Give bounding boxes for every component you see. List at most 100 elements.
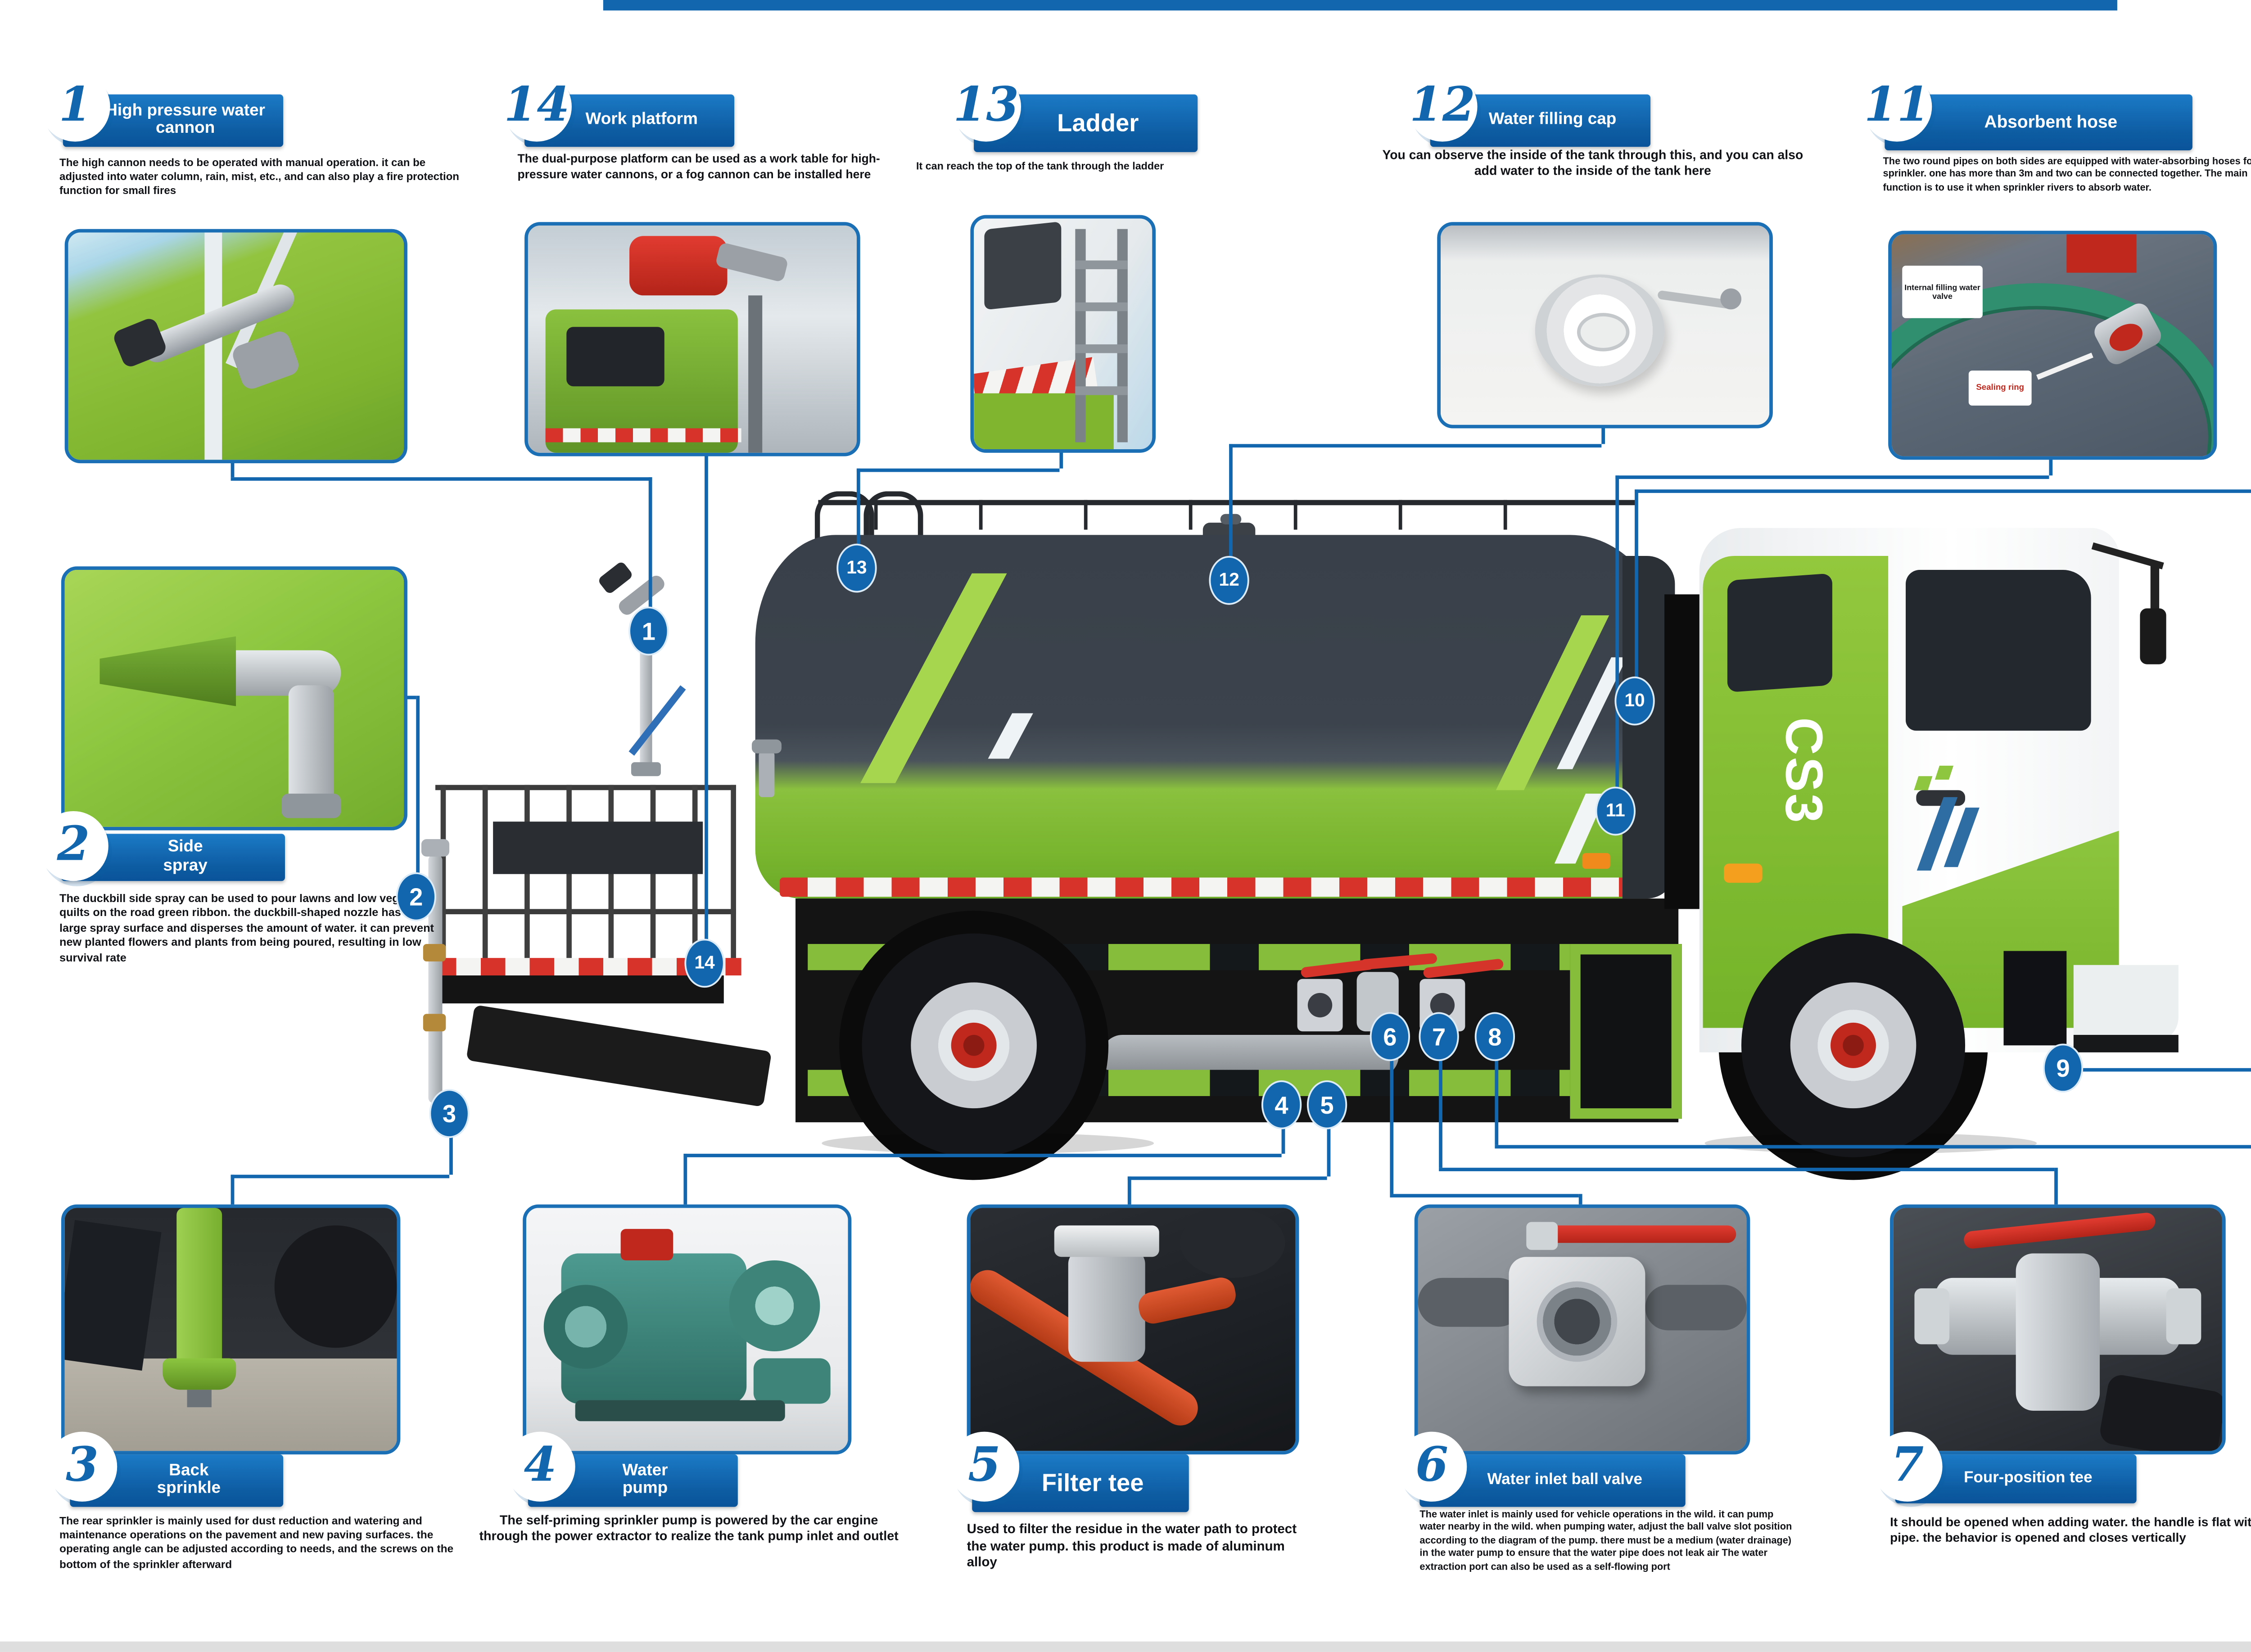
connector-line (1327, 1105, 1331, 1177)
callout-13-header: 13 Ladder (951, 72, 1198, 152)
marker-9: 9 (2043, 1043, 2084, 1093)
callout-6-number: 6 (1397, 1431, 1467, 1502)
ladder-hoop (814, 491, 874, 570)
back-sprinkler-shape (176, 1208, 222, 1376)
callout-12-description: You can observe the inside of the tank t… (1382, 147, 1804, 179)
callout-5-description: Used to filter the residue in the water … (967, 1521, 1297, 1571)
callout-7-title: Four-position tee (1964, 1468, 2093, 1486)
marker-8: 8 (1474, 1012, 1515, 1061)
reflective-stripe (780, 877, 1658, 897)
marker-12: 12 (1209, 555, 1249, 605)
platform-panel (493, 821, 703, 874)
callout-1-header: 1 High pressure water cannon (40, 72, 284, 147)
connector-line (1439, 1168, 2055, 1172)
callout-1-description: The high cannon needs to be operated wit… (59, 157, 460, 198)
marker-13: 13 (836, 543, 877, 593)
marker-1: 1 (628, 606, 669, 656)
truck-model-badge: CS3 (1774, 717, 1832, 825)
connector-line (1615, 475, 1619, 811)
callout-3-title: Back sprinkle (157, 1460, 221, 1499)
callout-7-number: 7 (1872, 1431, 1943, 1502)
photo-work-platform (524, 222, 860, 456)
callout-14-description: The dual-purpose platform can be used as… (517, 153, 880, 182)
filter-body-shape (1068, 1250, 1145, 1362)
callout-12-title: Water filling cap (1488, 109, 1617, 129)
callout-2-description: The duckbill side spray can be used to p… (59, 893, 434, 965)
marker-11: 11 (1595, 786, 1636, 836)
cannon-handle (628, 685, 685, 755)
connector-line (231, 477, 652, 481)
connector-line (1390, 1194, 1579, 1198)
connector-line (1578, 1194, 1583, 1205)
marker-10: 10 (1614, 676, 1655, 726)
photo-label-internal-valve: Internal filling water valve (1902, 266, 1983, 318)
connector-line (416, 695, 420, 897)
marker-4: 4 (1261, 1080, 1302, 1129)
connector-line (2049, 452, 2053, 476)
connector-line (2080, 1068, 2251, 1072)
photo-absorbent-hose: Internal filling water valve Sealing rin… (1888, 230, 2217, 460)
marker-6: 6 (1370, 1012, 1410, 1061)
callout-4-title: Water pump (622, 1460, 668, 1499)
connector-line (1059, 446, 1063, 469)
connector-line (449, 1113, 453, 1175)
photo-back-sprinkle (61, 1204, 401, 1455)
callout-6-description: The water inlet is mainly used for vehic… (1419, 1510, 1792, 1573)
side-reflector (1582, 853, 1610, 869)
callout-14-title: Work platform (585, 109, 698, 129)
tank-handrail (818, 500, 1636, 506)
connector-line (2054, 1168, 2058, 1205)
callout-4-description: The self-priming sprinkler pump is power… (479, 1512, 899, 1544)
callout-4-number: 4 (505, 1431, 575, 1502)
connector-line (1281, 1105, 1286, 1154)
callout-14-header: 14 Work platform (502, 72, 735, 147)
photo-water-inlet-ball-valve (1414, 1204, 1750, 1455)
callout-13-description: It can reach the top of the tank through… (916, 162, 1164, 173)
muffler (1101, 1035, 1399, 1077)
connector-line (1229, 444, 1602, 448)
photo-side-spray (61, 566, 407, 831)
top-bar (603, 0, 2117, 11)
photo-label-sealing-ring: Sealing ring (1968, 370, 2032, 406)
callout-11-title: Absorbent hose (1984, 113, 2118, 132)
connector-line (683, 1154, 687, 1205)
connector-line (1439, 1036, 1443, 1168)
connector-line (1635, 489, 1639, 701)
callout-12-number: 12 (1407, 72, 1478, 142)
connector-line (1615, 475, 2049, 479)
callout-3-number: 3 (47, 1431, 118, 1502)
callout-1-number: 1 (40, 72, 110, 142)
connector-line (1601, 421, 1605, 444)
front-bumper (2073, 965, 2179, 1042)
connector-line (1390, 1036, 1394, 1194)
photo-ladder (970, 215, 1156, 453)
deck-frame (1570, 944, 1682, 1119)
callout-13-title: Ladder (1057, 108, 1139, 136)
callout-11-header: 11 Absorbent hose (1862, 72, 2192, 150)
bottom-strip (0, 1641, 2251, 1652)
marker-5: 5 (1306, 1080, 1347, 1129)
callout-11-description: The two round pipes on both sides are eq… (1883, 157, 2251, 194)
callout-2-title: Side spray (163, 837, 208, 875)
callout-7-header: 7 Four-position tee (1872, 1431, 2137, 1503)
callout-11-number: 11 (1862, 72, 1932, 142)
connector-line (1127, 1176, 1132, 1205)
water-cannon-nozzle (597, 560, 634, 595)
photo-high-pressure-water-cannon (64, 229, 407, 464)
callout-13-number: 13 (951, 72, 1021, 142)
fog-cannon-shape (629, 236, 728, 296)
callout-6-header: 6 Water inlet ball valve (1397, 1431, 1686, 1507)
callout-3-header: 3 Back sprinkle (47, 1431, 284, 1507)
callout-3-description: The rear sprinkler is mainly used for du… (59, 1515, 454, 1571)
connector-line (1495, 1036, 1499, 1145)
ladder-hoop (863, 491, 923, 570)
callout-2-number: 2 (38, 811, 108, 881)
connector-line (231, 458, 235, 478)
marker-7: 7 (1419, 1012, 1459, 1061)
callout-1-title: High pressure water cannon (105, 100, 266, 138)
callout-12-header: 12 Water filling cap (1407, 72, 1651, 147)
mudflap (466, 1005, 772, 1107)
callout-7-description: It should be opened when adding water. t… (1890, 1514, 2251, 1546)
callout-14-number: 14 (502, 72, 572, 142)
cab-quarter-window (1727, 573, 1832, 693)
